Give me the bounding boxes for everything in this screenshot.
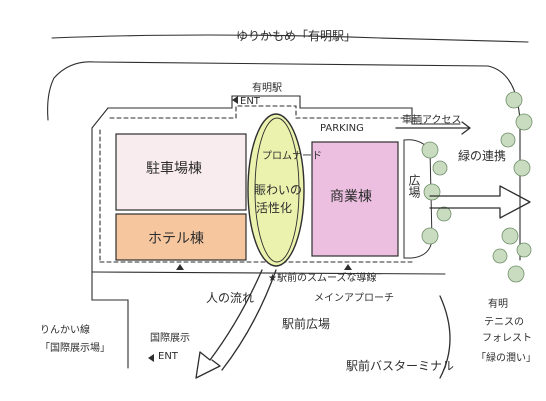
tree <box>492 248 508 264</box>
smooth-approach-label-a: ★駅前のスムーズな導線 <box>268 273 377 284</box>
plaza-label: 広場 <box>407 174 421 198</box>
bus-terminal-label: 駅前バスターミナル <box>346 359 455 373</box>
smooth-approach-label-b: メインアプローチ <box>314 293 394 304</box>
rinkai-line-label-b: 「国際展示場」 <box>40 343 110 354</box>
tree <box>516 242 532 258</box>
vehicle-access-pointer <box>395 121 471 135</box>
rinkai-line-label-a: りんかい線 <box>40 325 90 336</box>
site-boundary <box>107 95 461 125</box>
forest-label: 「緑の潤い」 <box>476 353 536 364</box>
hotel-block <box>115 213 247 261</box>
parking-lot-block <box>115 133 247 211</box>
tree <box>421 141 439 159</box>
tree <box>505 91 523 109</box>
promenade-label: プロムナード <box>262 151 322 162</box>
parking-en-label: PARKING <box>320 123 364 134</box>
commercial-label: 商業棟 <box>330 189 372 205</box>
left-outer-line <box>91 107 109 129</box>
tree <box>507 265 525 283</box>
bustle-label-b: 活性化 <box>256 201 293 215</box>
tree <box>423 183 441 201</box>
site-boundary-bottom <box>91 271 446 275</box>
station-entrance-label: 有明駅 <box>252 83 282 94</box>
road-line-top <box>51 34 529 43</box>
tree <box>500 132 516 148</box>
vehicle-access-arrow <box>429 185 531 219</box>
vehicle-access-label: 車輌アクセス <box>402 115 462 126</box>
station-plaza-label: 駅前広場 <box>282 317 331 331</box>
road-line-upper <box>94 61 521 125</box>
tree <box>501 227 519 245</box>
dashed-guide-top <box>109 105 405 119</box>
parking-lot-label: 駐車場棟 <box>146 161 202 177</box>
people-flow-arrow-outline <box>221 269 277 371</box>
site-boundary-left <box>91 127 129 369</box>
level-marker <box>344 264 352 270</box>
people-flow-arrow <box>195 269 263 379</box>
tennis-label-b: フォレスト <box>482 333 532 344</box>
tennis-label-a: テニスの <box>484 317 524 328</box>
ent-top-label: ENT <box>240 96 260 107</box>
ent-marker-bottom <box>148 354 154 362</box>
ariake-label: 有明 <box>488 299 508 310</box>
bustle-label-a: 賑わいの <box>254 183 303 197</box>
level-marker <box>176 264 184 270</box>
hotel-label: ホテル棟 <box>148 231 204 247</box>
tree <box>436 206 452 222</box>
promenade-oval <box>247 113 305 267</box>
people-flow-label: 人の流れ <box>206 291 255 305</box>
tree <box>432 160 448 176</box>
station-top-label: ゆりかもめ「有明駅」 <box>236 29 357 43</box>
tree <box>513 159 531 177</box>
ent-marker-top <box>232 96 238 104</box>
tree <box>515 113 533 131</box>
kokusai-label: 国際展示 <box>150 333 190 344</box>
promenade-oval-inner <box>254 117 300 263</box>
bus-terminal-curve <box>439 295 451 379</box>
commercial-block <box>311 141 399 257</box>
road-line-upper-left <box>47 61 96 121</box>
kokusai-ent-label: ENT <box>158 351 178 362</box>
green-link-label: 緑の連携 <box>458 149 507 163</box>
tree <box>421 227 439 245</box>
